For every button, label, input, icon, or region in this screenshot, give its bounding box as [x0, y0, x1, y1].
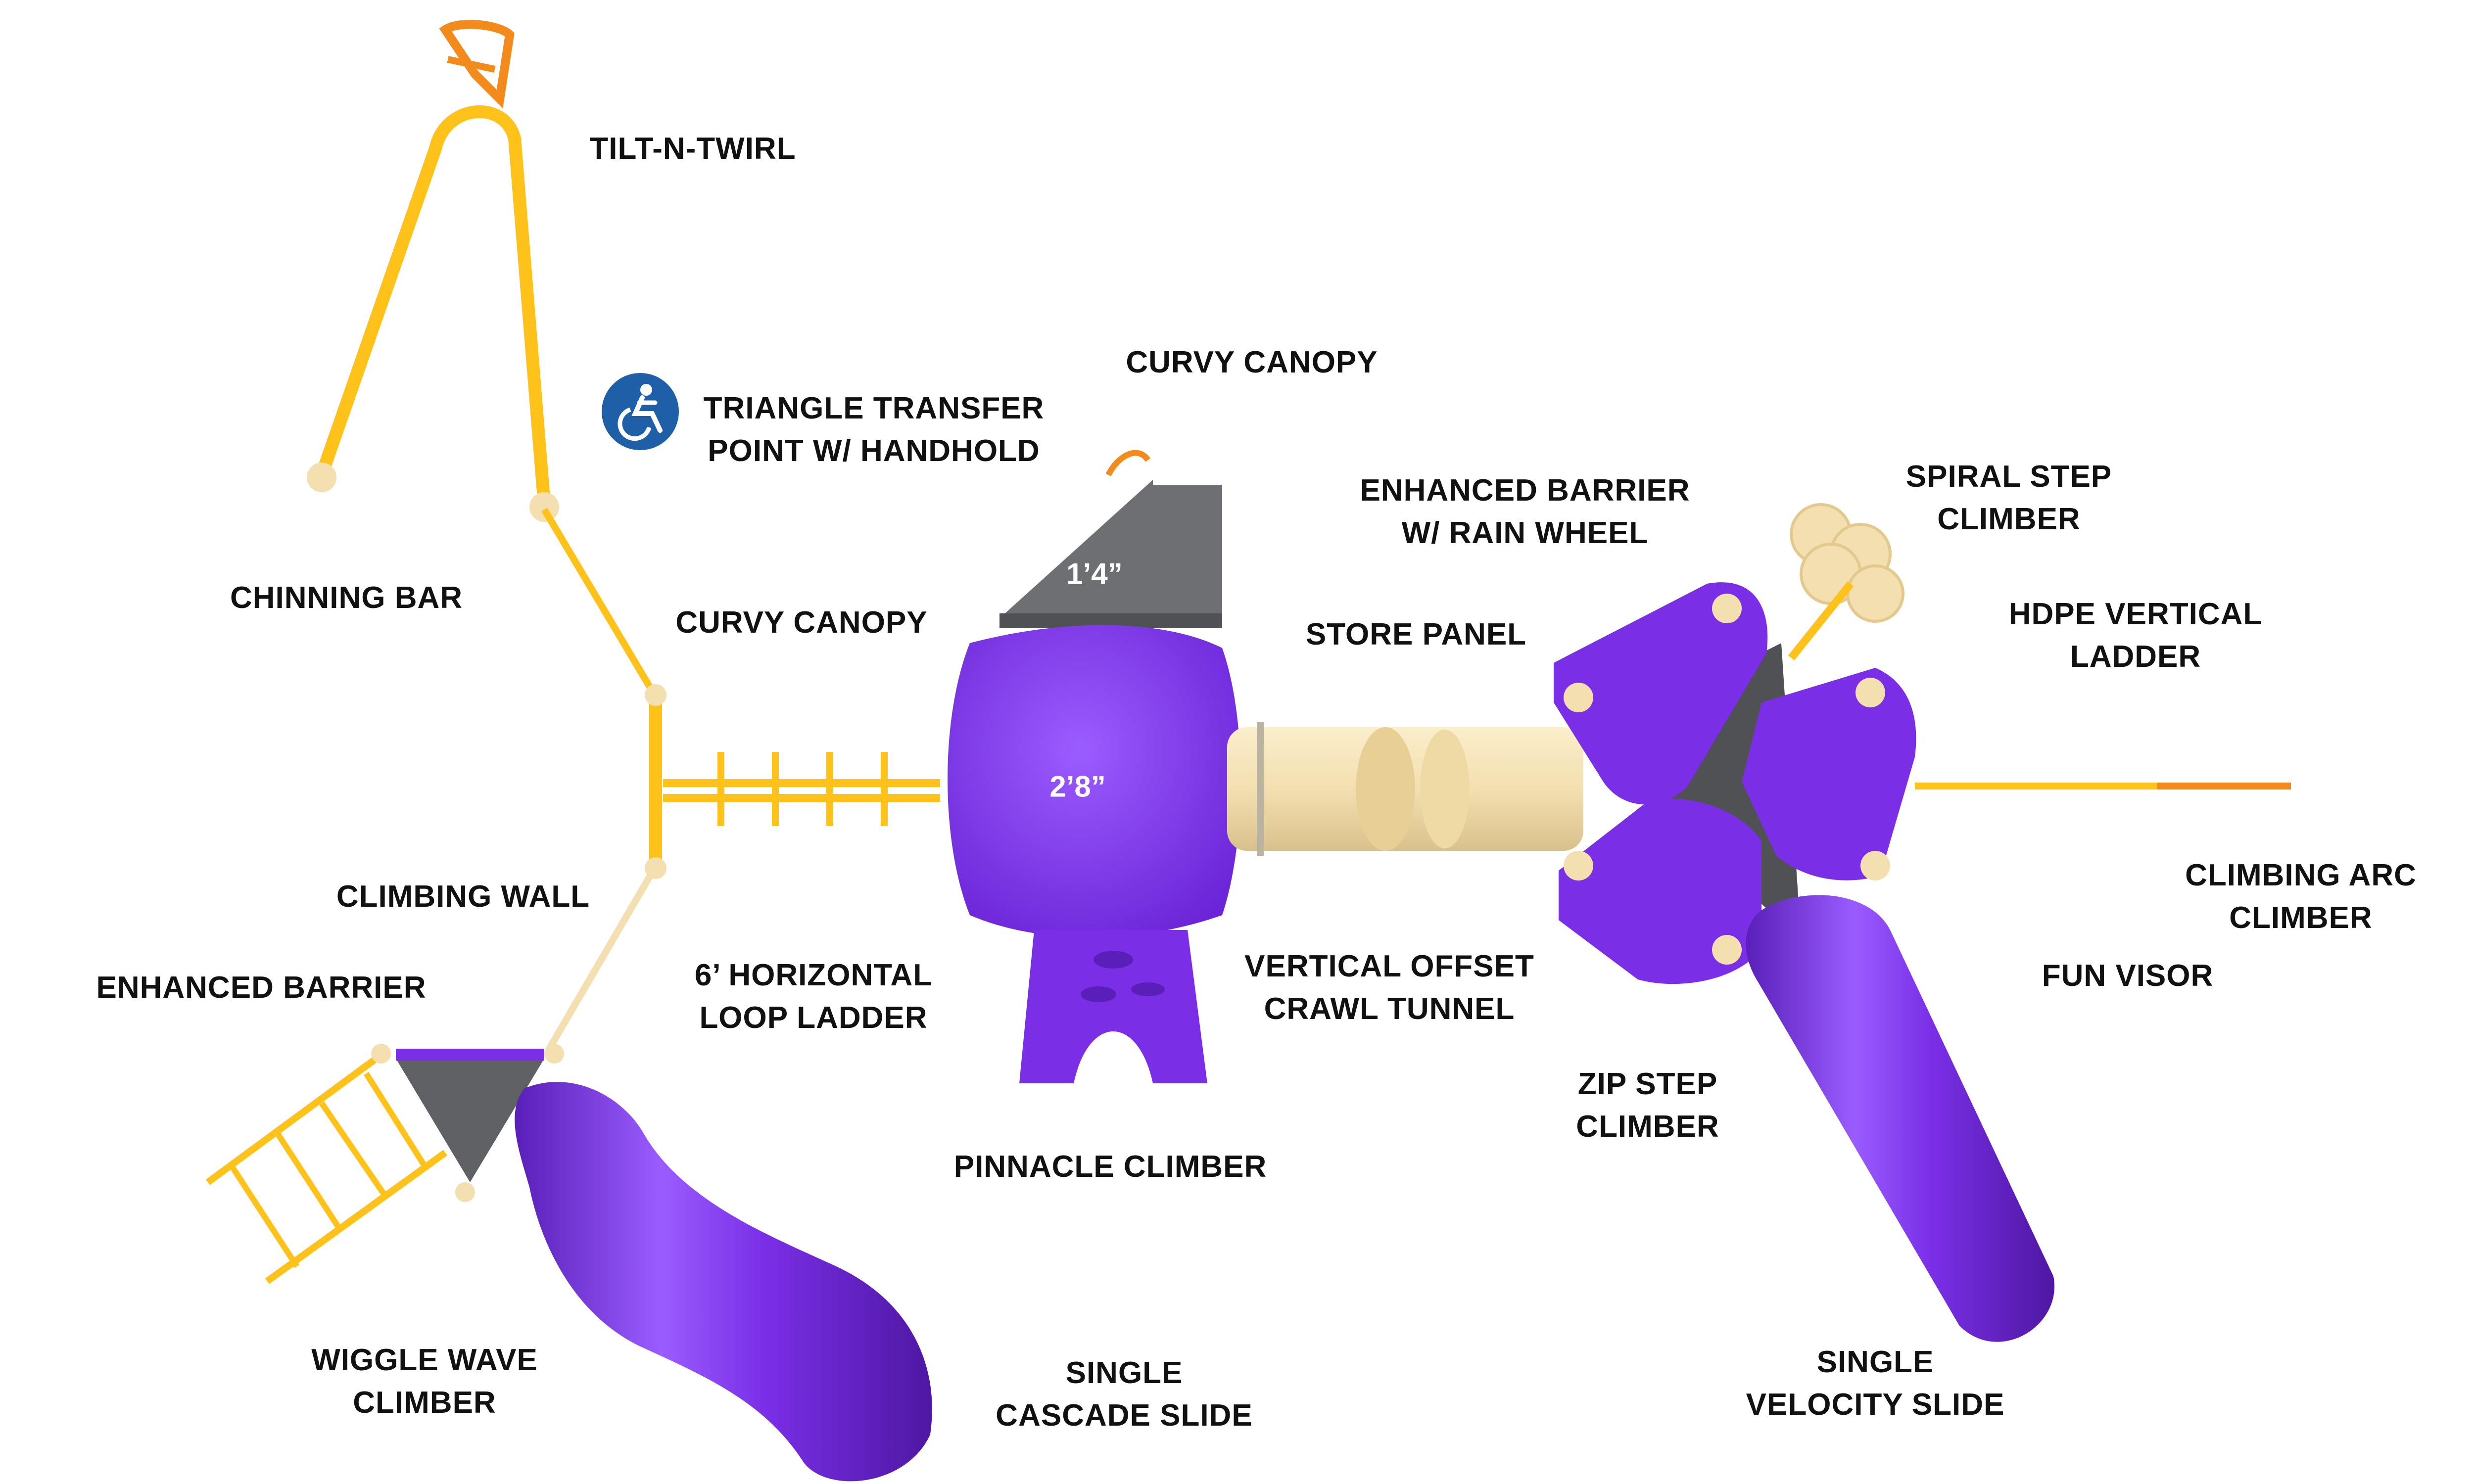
tilt-n-twirl: [439, 20, 515, 108]
pinnacle-climber: [1019, 930, 1207, 1083]
upper-deck-height: 1’4”: [1066, 557, 1123, 591]
label-tilt-n-twirl: TILT-N-TWIRL: [589, 132, 796, 166]
cascade-slide: [515, 1082, 932, 1482]
chinning-bar-frame: [307, 105, 559, 522]
horizontal-loop-ladder: [663, 752, 940, 826]
velocity-slide: [1746, 895, 2055, 1342]
label-fun-visor: FUN VISOR: [2042, 959, 2214, 993]
label-store-panel: STORE PANEL: [1305, 617, 1527, 651]
label-enhanced-barrier: ENHANCED BARRIER: [96, 971, 427, 1005]
transfer-rails: [541, 508, 666, 1051]
label-curvy-canopy-left: CURVY CANOPY: [675, 605, 928, 640]
wiggle-wave-climber: [205, 1056, 448, 1284]
wheelchair-accessibility-icon: [602, 373, 679, 450]
main-deck-height: 2’8”: [1049, 770, 1106, 803]
right-tower: [1554, 582, 1916, 984]
spiral-step-climber: [1788, 503, 1904, 660]
main-deck: [948, 625, 1241, 937]
enhanced-barrier-platform: [371, 1044, 564, 1202]
crawl-tunnel: [1227, 722, 1583, 856]
upper-deck: [999, 450, 1222, 628]
climbing-arc-climber: [1915, 783, 2291, 789]
label-chinning-bar: CHINNING BAR: [230, 581, 463, 615]
label-climbing-wall: CLIMBING WALL: [336, 880, 590, 914]
label-pinnacle-climber: PINNACLE CLIMBER: [953, 1150, 1267, 1184]
label-curvy-canopy-top: CURVY CANOPY: [1126, 345, 1378, 379]
